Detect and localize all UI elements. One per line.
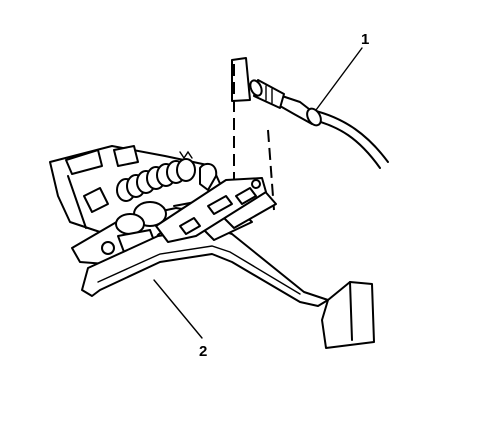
leader-line-2 xyxy=(153,279,203,339)
callout-1: 1 xyxy=(361,31,369,48)
release-lever xyxy=(81,187,329,307)
latch-spring xyxy=(116,150,218,202)
leader-line-1 xyxy=(315,47,363,111)
release-cable xyxy=(249,79,389,169)
callout-2: 2 xyxy=(199,343,207,360)
striker-plate xyxy=(155,177,267,243)
support-bracket xyxy=(231,57,375,349)
